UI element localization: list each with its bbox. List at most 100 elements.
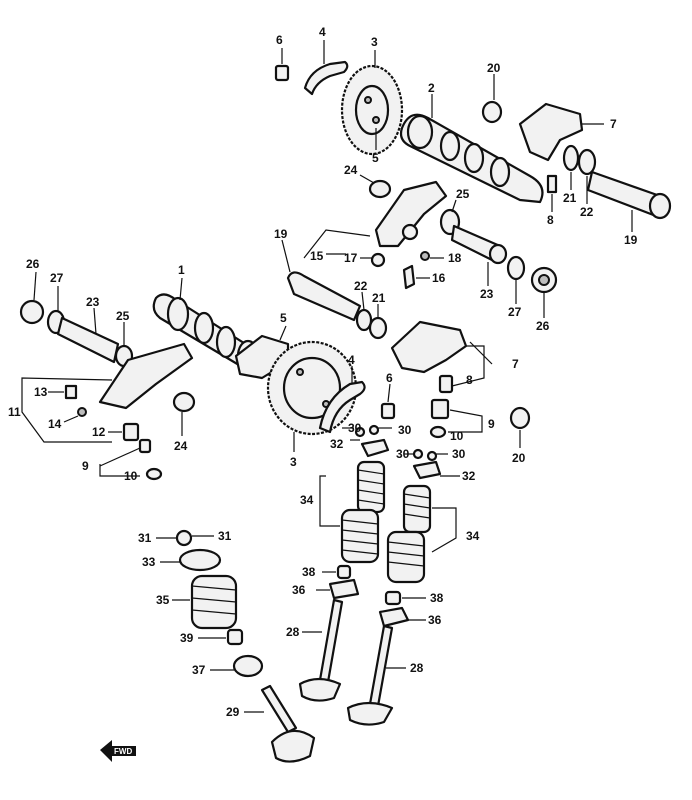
callout-16: 16	[432, 271, 446, 285]
callout-36b: 36	[428, 613, 442, 627]
callout-2: 2	[428, 81, 435, 95]
callout-23-left: 23	[86, 295, 100, 309]
callout-11: 11	[8, 405, 21, 419]
callout-13: 13	[34, 385, 48, 399]
forward-arrow-icon: FWD	[100, 740, 136, 762]
valve-springs-right	[386, 484, 457, 584]
chain-guide-bracket-lower	[318, 380, 366, 434]
callout-36a: 36	[292, 583, 306, 597]
callout-19-middle: 19	[274, 227, 288, 241]
oil-seal-top	[481, 100, 503, 124]
callout-34a: 34	[300, 493, 314, 507]
callout-32b: 32	[462, 469, 476, 483]
o-ring-shaft-top	[577, 148, 597, 176]
shim-30a	[368, 424, 380, 436]
valve-stem-seal-left	[336, 564, 352, 580]
callout-14: 14	[48, 417, 62, 431]
callout-20-lower: 20	[512, 451, 526, 465]
callout-26-left: 26	[26, 257, 40, 271]
valve-stem-seal-right	[384, 590, 402, 606]
stem-seal-intake	[226, 628, 244, 646]
callout-26: 26	[536, 319, 550, 333]
rocker-arm-top	[518, 102, 584, 162]
callout-7-lower: 7	[512, 357, 519, 371]
callout-38a: 38	[302, 565, 316, 579]
spring-seat-right	[378, 606, 410, 628]
shim-30d	[426, 450, 438, 462]
chain-guide-bracket-top	[303, 60, 349, 96]
rocker-arm-middle	[374, 180, 448, 248]
callout-7: 7	[610, 117, 617, 131]
valve-spring-retainer-right-top	[412, 460, 442, 480]
callout-31b: 31	[218, 529, 232, 543]
rocker-shaft-top	[586, 170, 672, 232]
thrust-washer-middle	[355, 308, 373, 332]
callout-19: 19	[624, 233, 638, 247]
spring-seat-intake	[232, 654, 264, 678]
rocker-arm-left	[98, 342, 194, 410]
callout-8-lower: 8	[466, 373, 473, 387]
valve-spring-retainer-left-top	[360, 438, 390, 458]
o-ring-middle-right	[506, 255, 526, 281]
lock-nut-left	[145, 467, 163, 481]
callout-30d: 30	[452, 447, 466, 461]
callout-4: 4	[319, 25, 326, 39]
callout-27: 27	[508, 305, 522, 319]
callout-20: 20	[487, 61, 501, 75]
intake-valve	[244, 684, 316, 763]
callout-25-left: 25	[116, 309, 130, 323]
cam-chain-guide-bolt-lower	[380, 402, 396, 420]
callout-31a: 31	[138, 531, 152, 545]
callout-35: 35	[156, 593, 170, 607]
callout-6-lower: 6	[386, 371, 393, 385]
shim-30b	[354, 426, 366, 438]
forward-label: FWD	[114, 747, 132, 756]
callout-38b: 38	[430, 591, 444, 605]
o-ring-left-lower	[172, 391, 196, 413]
cam-sprocket-top	[340, 50, 404, 156]
callout-37: 37	[192, 663, 206, 677]
spring-retainer-intake	[178, 548, 222, 572]
callout-24: 24	[344, 163, 358, 177]
callout-3: 3	[371, 35, 378, 49]
oil-seal-right	[509, 406, 531, 430]
callout-28a: 28	[286, 625, 300, 639]
callout-24-lower: 24	[174, 439, 188, 453]
callout-33: 33	[142, 555, 156, 569]
callout-28b: 28	[410, 661, 424, 675]
cam-chain-guide-bolt-top	[274, 48, 290, 82]
shim-30c	[412, 448, 424, 460]
callout-5-lower: 5	[280, 311, 287, 325]
callout-5: 5	[372, 151, 379, 165]
rocker-shaft-left	[56, 316, 120, 364]
spring-seat-left	[328, 578, 360, 600]
spring-pin-top	[546, 174, 558, 194]
callout-32a: 32	[330, 437, 344, 451]
callout-12: 12	[92, 425, 106, 439]
callout-4-lower: 4	[348, 353, 355, 367]
valve-springs-left	[319, 460, 386, 564]
callout-27-left: 27	[50, 271, 64, 285]
callout-18: 18	[448, 251, 462, 265]
callout-17: 17	[344, 251, 358, 265]
o-ring-top	[368, 179, 392, 199]
rocker-arm-right	[390, 320, 468, 374]
callout-6: 6	[276, 33, 283, 47]
callout-34b: 34	[466, 529, 480, 543]
thrust-washer-top	[562, 144, 580, 172]
callout-30b: 30	[398, 423, 412, 437]
callout-22: 22	[580, 205, 594, 219]
rocker-shaft-middle	[281, 239, 362, 322]
callout-25: 25	[456, 187, 470, 201]
callout-10: 10	[124, 469, 138, 483]
callout-9: 9	[82, 459, 89, 473]
callout-30c: 30	[396, 447, 410, 461]
callout-30a: 30	[348, 421, 362, 435]
exhaust-camshaft-top	[399, 94, 544, 204]
valve-cotter-left	[175, 529, 193, 547]
callout-39: 39	[180, 631, 194, 645]
callout-22-middle: 22	[354, 279, 368, 293]
adjusting-screw-right	[438, 374, 454, 394]
callout-10-right: 10	[450, 429, 464, 443]
